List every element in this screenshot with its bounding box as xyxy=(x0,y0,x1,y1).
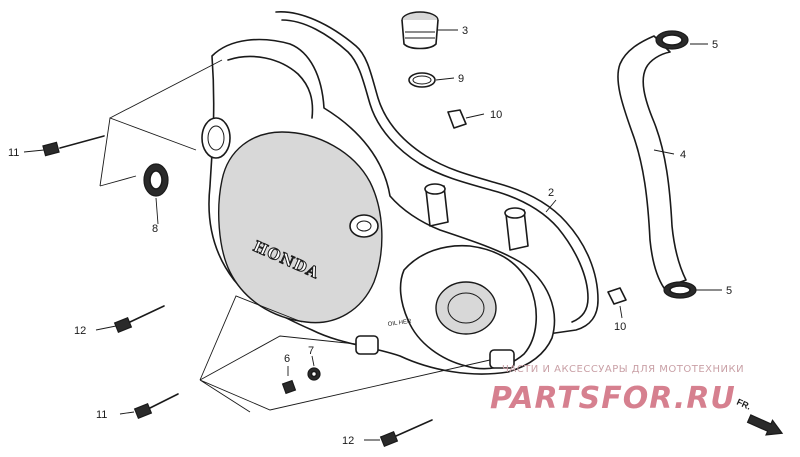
callout-bolt-upper: 11 xyxy=(8,147,19,159)
bolt-mid-left xyxy=(113,305,165,334)
dowel-pin-lower xyxy=(607,287,627,305)
front-direction-arrow: FR. xyxy=(735,397,784,436)
cover-boss xyxy=(349,214,379,238)
callout-o-ring: 9 xyxy=(458,73,464,85)
sealing-washer-hole xyxy=(310,370,318,378)
callout-sealing-washer: 7 xyxy=(308,345,314,357)
callout-bolt-bottom: 12 xyxy=(342,435,354,447)
callout-hose-clamp-lower: 5 xyxy=(726,285,732,297)
cover-spigot xyxy=(201,117,231,159)
oil-filler-cap xyxy=(401,19,439,50)
watermark-tagline: ЧАСТИ И АКСЕССУАРЫ ДЛЯ МОТОТЕХНИКИ xyxy=(502,364,744,375)
watermark-brand: PARTSFOR.RU xyxy=(490,381,736,416)
cover-boss-bore xyxy=(356,220,372,232)
cover-lug-lower xyxy=(355,335,379,355)
oil-filler-cap-thread xyxy=(405,31,435,39)
cover-dome xyxy=(218,131,383,324)
bolt-upper-left xyxy=(42,135,105,157)
callout-bolt-lower: 11 xyxy=(96,409,107,421)
gasket xyxy=(275,11,599,335)
callout-dowel-pin-upper: 10 xyxy=(490,109,502,121)
pump-bore xyxy=(435,281,497,335)
svg-text:FR.: FR. xyxy=(735,397,752,412)
callout-gasket: 2 xyxy=(548,187,554,199)
pump-spigot-side-end xyxy=(504,207,526,219)
callout-oil-seal: 8 xyxy=(152,223,158,235)
leader-lines xyxy=(23,29,722,441)
callout-oil-filler-cap: 3 xyxy=(462,25,468,37)
cover-upper-ridge xyxy=(227,55,314,119)
cover-oil-mark: OIL HER xyxy=(387,319,412,328)
o-ring xyxy=(408,72,436,88)
hose-clamp-upper-inner xyxy=(661,34,683,46)
mount-lines xyxy=(99,59,491,413)
callout-dowel-pin-lower: 10 xyxy=(614,321,626,333)
pump-lug-lower xyxy=(489,349,515,369)
o-ring-inner xyxy=(412,75,432,85)
oil-seal-bore xyxy=(149,170,163,190)
callout-bolt-mid: 12 xyxy=(74,325,86,337)
callout-hose-clamp-upper: 5 xyxy=(712,39,718,51)
callout-small-bolt: 6 xyxy=(284,353,290,365)
pump-bore-inner xyxy=(447,292,485,324)
cover-spigot-bore xyxy=(207,125,225,151)
water-hose xyxy=(617,35,687,289)
bolt-lower-left xyxy=(133,393,179,420)
pump-spigot-top-end xyxy=(424,183,446,195)
callout-water-hose: 4 xyxy=(680,149,686,161)
bolt-bottom xyxy=(379,419,433,448)
dowel-pin-upper xyxy=(447,109,467,129)
small-bolt xyxy=(281,379,297,395)
gasket-inner-edge xyxy=(281,19,589,323)
hose-clamp-lower-inner xyxy=(669,285,691,295)
